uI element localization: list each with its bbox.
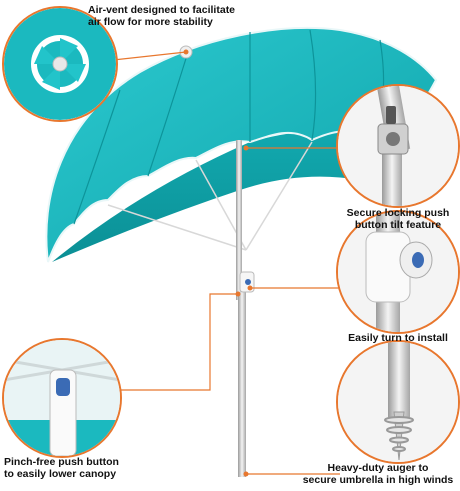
push-button-label-line2: to easily lower canopy <box>4 468 117 480</box>
pole-hub-button <box>245 279 251 285</box>
air-vent-label-line2: air flow for more stability <box>88 16 213 28</box>
leader-dot <box>235 291 241 297</box>
auger-label-line1: Heavy-duty auger to <box>327 462 429 474</box>
install-label: Easily turn to install <box>338 332 458 344</box>
tilt-label-line2: button tilt feature <box>354 219 442 231</box>
air-vent-circle <box>2 6 118 122</box>
push-button-circle <box>2 338 122 458</box>
canopy-underside <box>52 131 372 262</box>
pole-upper <box>236 140 242 300</box>
install-label-line1: Easily turn to install <box>348 332 448 344</box>
tilt-lock-circle <box>336 84 460 208</box>
canopy-seam <box>147 51 189 177</box>
air-vent-label-line1: Air-vent designed to facilitate <box>88 4 236 16</box>
auger-label: Heavy-duty auger to secure umbrella in h… <box>298 462 458 486</box>
pole-lower <box>238 292 246 477</box>
install-circle <box>336 210 460 334</box>
leader-dot <box>243 471 249 477</box>
push-button-label-line1: Pinch-free push button <box>4 456 119 468</box>
tilt-label-line1: Secure locking push <box>346 207 450 219</box>
tilt-label: Secure locking push button tilt feature <box>338 207 458 231</box>
canopy-seam <box>73 89 121 225</box>
air-vent-label: Air-vent designed to facilitate air flow… <box>88 4 235 28</box>
push-button-label: Pinch-free push button to easily lower c… <box>4 456 119 480</box>
canopy-rib <box>107 204 247 251</box>
canopy-rib <box>245 141 313 251</box>
auger-circle <box>336 340 460 464</box>
leader-push-button <box>118 293 238 391</box>
leader-dot <box>243 145 249 151</box>
auger-label-line2: secure umbrella in high winds <box>302 474 454 486</box>
leader-dot <box>247 285 253 291</box>
canopy-seam <box>309 29 317 141</box>
leader-dot <box>183 49 189 55</box>
